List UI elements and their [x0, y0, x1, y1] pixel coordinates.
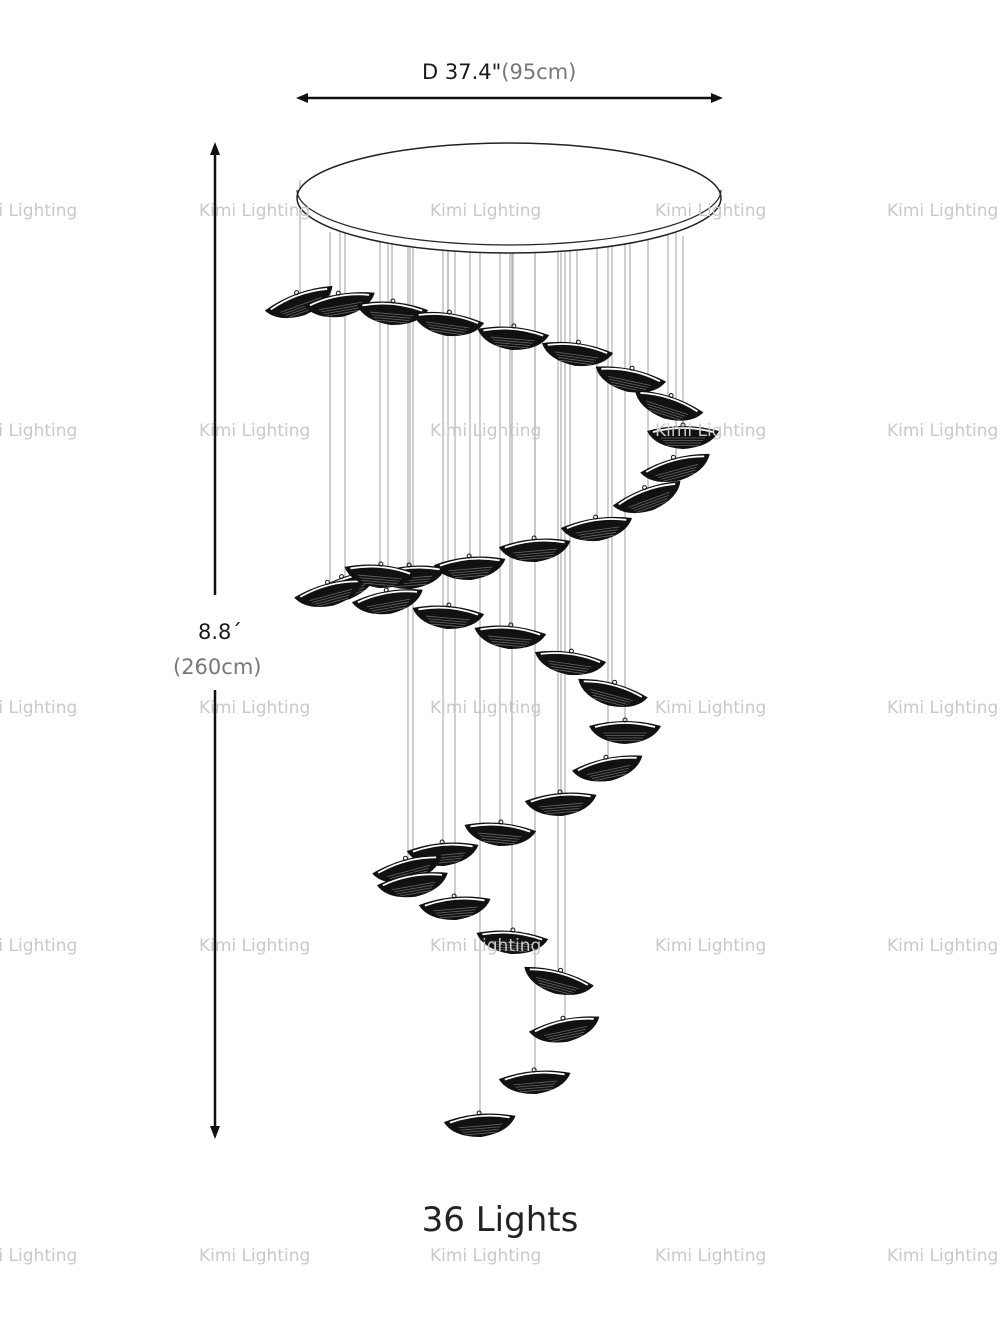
diameter-metric: (95cm) [501, 60, 577, 84]
watermark-text: Kimi Lighting [655, 698, 767, 718]
leaf-light [647, 422, 719, 449]
leaf-light [524, 966, 594, 996]
watermark-text: Kimi Lighting [199, 936, 311, 956]
watermark-text: Kimi Lighting [655, 421, 767, 441]
leaf-lights [264, 285, 719, 1137]
watermark-text: Kimi Lighting [430, 201, 542, 221]
leaf-light [595, 365, 667, 393]
watermark-text: Kimi Lighting [887, 936, 999, 956]
leaf-light [541, 339, 614, 367]
leaf-light [578, 678, 648, 708]
leaf-light [498, 535, 571, 562]
leaf-light [294, 578, 364, 608]
diameter-label: D 37.4" [422, 60, 502, 84]
leaf-light [528, 1015, 600, 1043]
leaf-light [351, 587, 423, 615]
leaf-light [640, 453, 710, 483]
height-arrow [210, 142, 220, 1139]
leaf-light [303, 290, 375, 318]
leaf-light [464, 819, 537, 846]
watermark-text: Kimi Lighting [655, 1246, 767, 1266]
leaf-light [443, 1110, 516, 1137]
watermark-text: Kimi Lighting [887, 1246, 999, 1266]
watermark-text: Kimi Lighting [199, 421, 311, 441]
leaf-light [412, 602, 485, 629]
height-metric: (260cm) [173, 655, 262, 679]
canopy-edge [296, 189, 722, 246]
leaf-light [433, 553, 506, 580]
watermark-text: Kimi Lighting [430, 936, 542, 956]
watermark-text: Kimi Lighting [887, 421, 999, 441]
watermark-text: Kimi Lighting [887, 201, 999, 221]
leaf-light [524, 789, 597, 816]
suspension-wires [299, 180, 684, 1115]
height-label: 8.8´ [198, 620, 242, 644]
leaf-light [476, 927, 549, 954]
watermark-text: Kimi Lighting [0, 936, 78, 956]
watermark-text: Kimi Lighting [199, 1246, 311, 1266]
leaf-light [634, 390, 704, 421]
light-count-caption: 36 Lights [421, 1200, 579, 1240]
watermark-text: Kimi Lighting [199, 201, 311, 221]
leaf-light [534, 648, 607, 676]
leaf-light [356, 298, 429, 325]
watermark-text: Kimi Lighting [0, 698, 78, 718]
leaf-light [612, 480, 681, 514]
watermark-text: Kimi Lighting [199, 698, 311, 718]
watermark-text: Kimi Lighting [887, 698, 999, 718]
watermark-text: Kimi Lighting [655, 201, 767, 221]
watermark-text: Kimi Lighting [430, 698, 542, 718]
leaf-light [498, 1067, 571, 1094]
watermark-text: Kimi Lighting [0, 421, 78, 441]
watermark-text: Kimi Lighting [430, 1246, 542, 1266]
leaf-light [376, 870, 448, 898]
watermark-text: Kimi Lighting [655, 936, 767, 956]
width-arrow [296, 93, 723, 103]
leaf-light [477, 323, 550, 350]
leaf-light [571, 754, 643, 782]
leaf-light [560, 514, 633, 542]
diameter-dimension: D 37.4"(95cm) [422, 60, 576, 84]
watermark-text: Kimi Lighting [0, 201, 78, 221]
watermark-text: Kimi Lighting [0, 1246, 78, 1266]
leaf-light [474, 622, 547, 649]
leaf-light [418, 893, 491, 920]
leaf-light [589, 717, 661, 744]
ceiling-canopy [296, 142, 722, 254]
leaf-light [344, 561, 417, 588]
leaf-light [412, 309, 485, 337]
watermark-text: Kimi Lighting [430, 421, 542, 441]
